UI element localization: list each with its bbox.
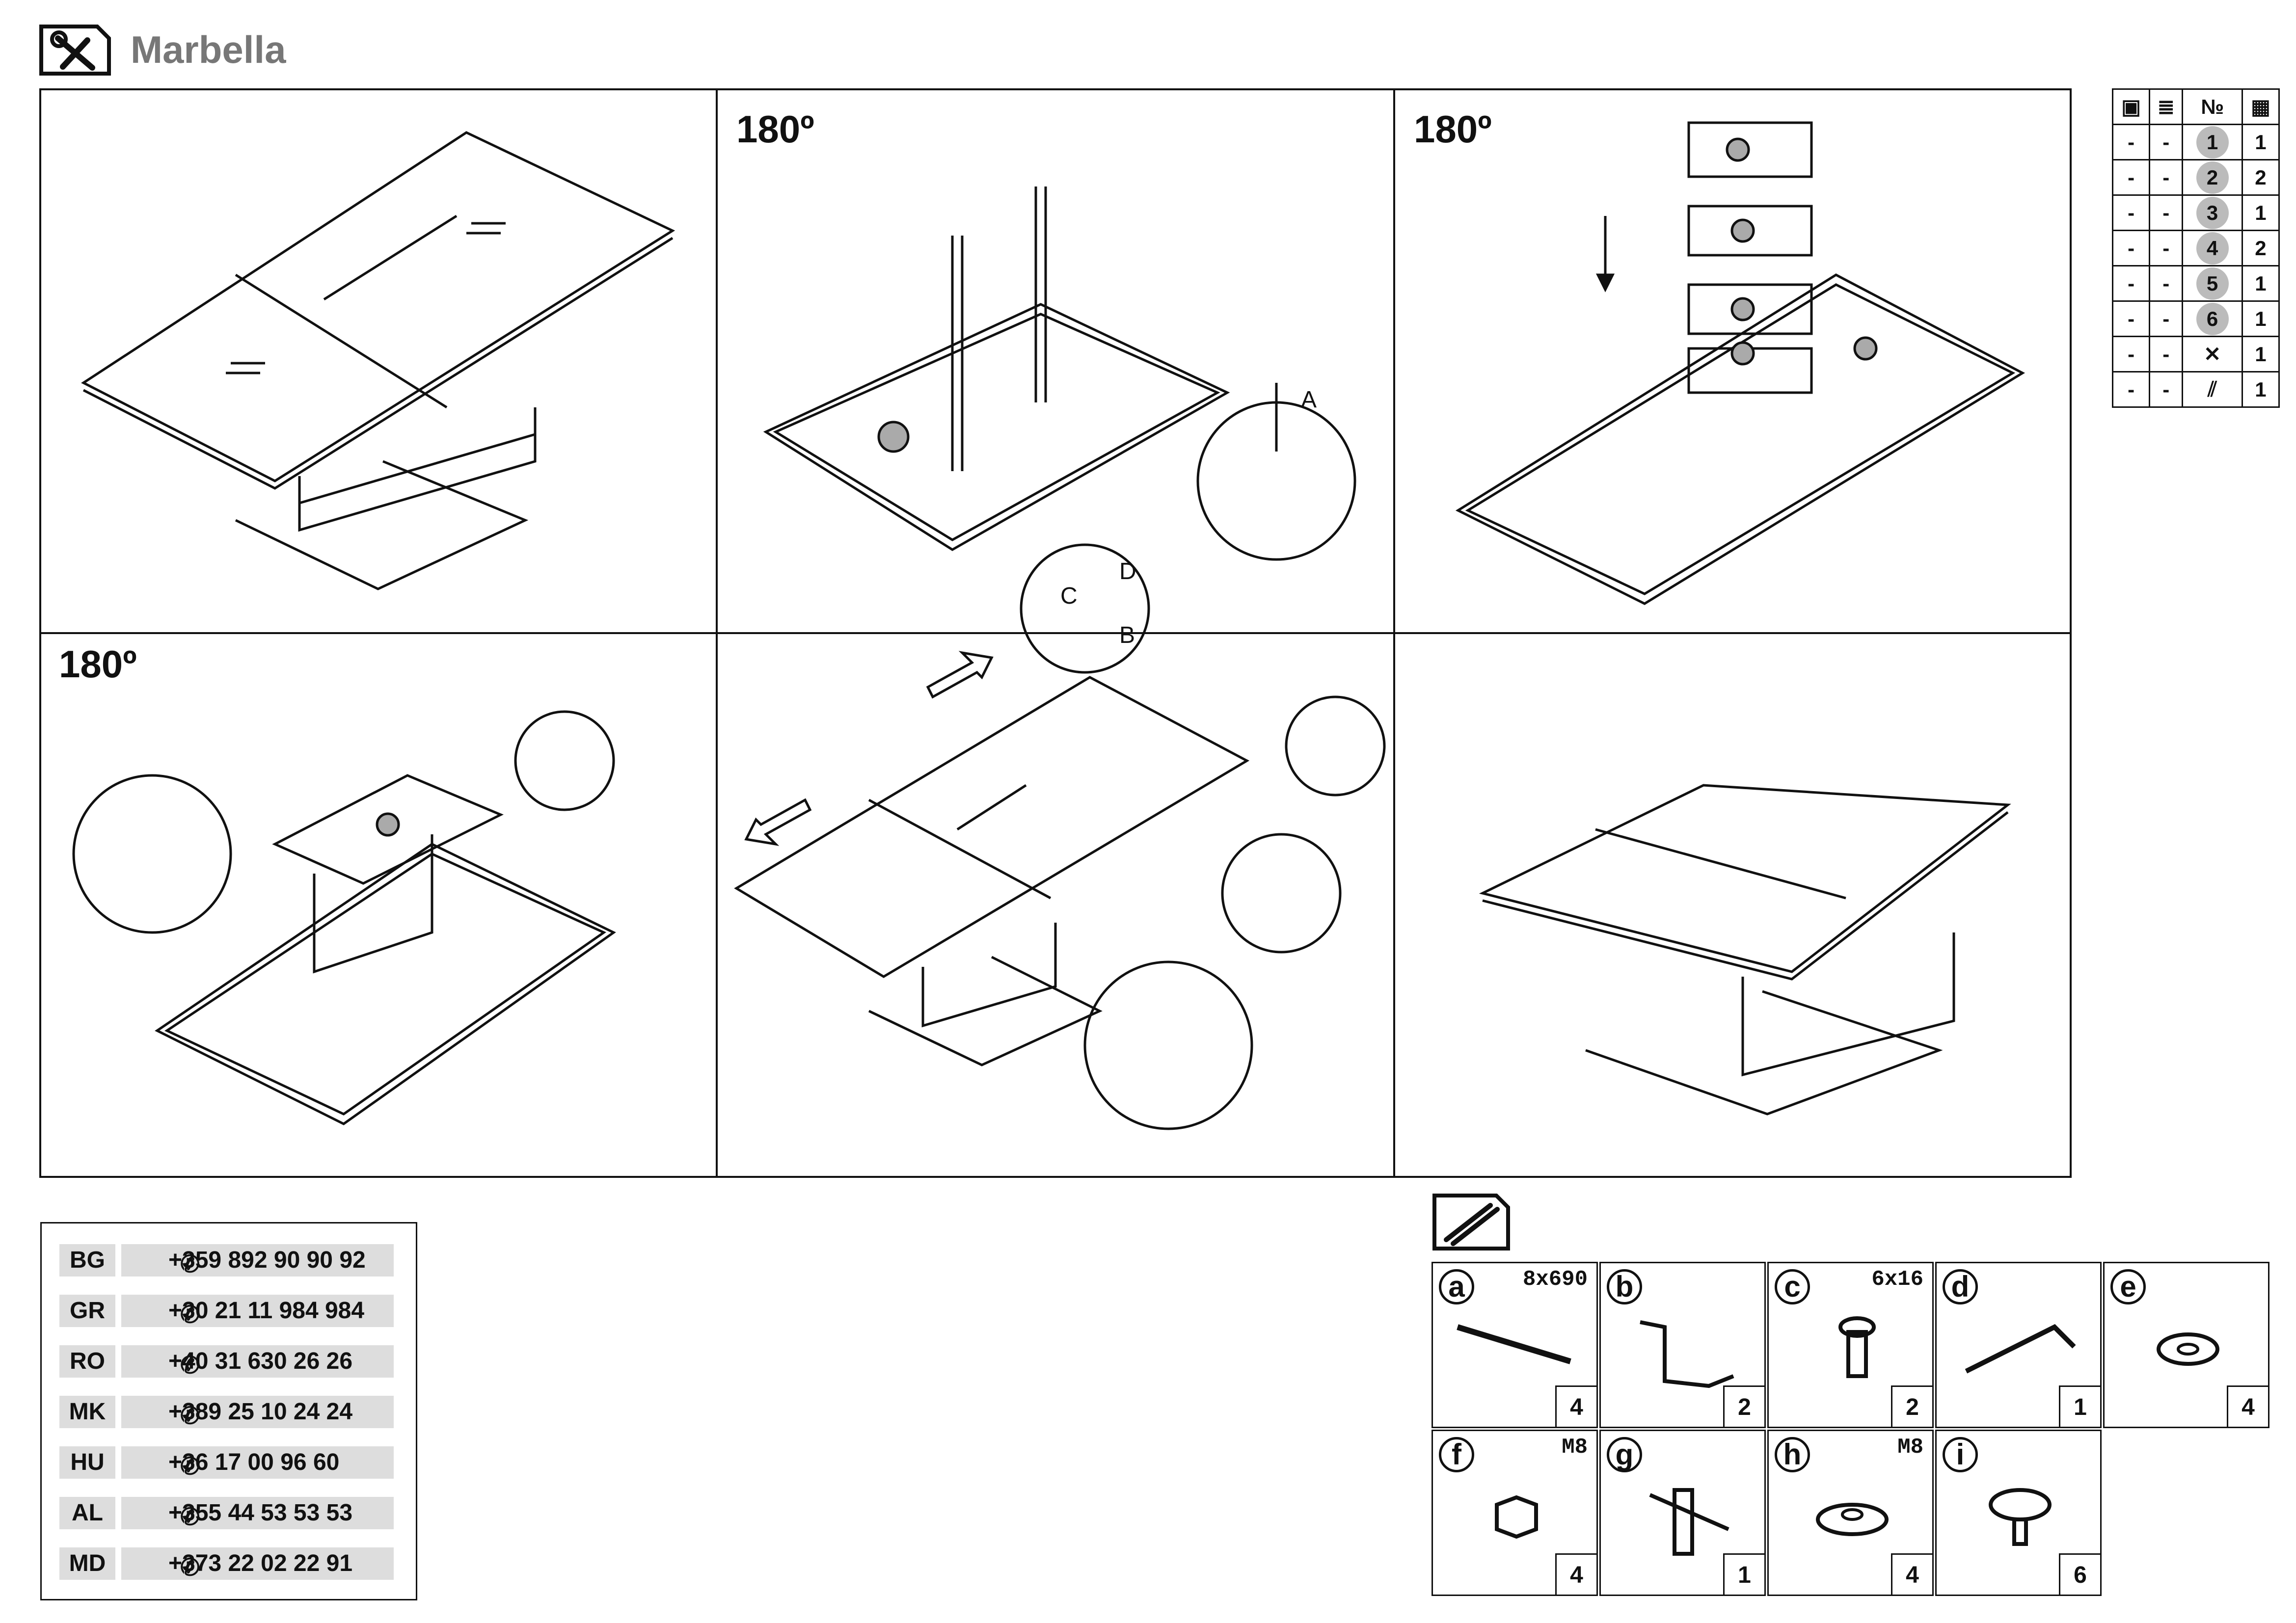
phone-icon: ✆ (180, 1504, 200, 1530)
hardware-e: e 4 (2103, 1262, 2269, 1428)
hardware-g: g 1 (1599, 1430, 1766, 1596)
svg-text:D: D (1119, 559, 1136, 585)
phone-icon: ✆ (180, 1454, 200, 1480)
number-header: № (2182, 88, 2243, 125)
washer-icon (2157, 1332, 2219, 1366)
rotate-label-2: 180º (1414, 107, 1492, 151)
rotate-label-1: 180º (736, 107, 814, 151)
contact-list: BG✆+359 892 90 90 92 GR✆+30 21 11 984 98… (40, 1222, 417, 1600)
svg-text:C: C (1060, 583, 1078, 609)
step-1-table (81, 131, 675, 590)
wrench-icon (1649, 1488, 1729, 1556)
rod-icon (1457, 1324, 1571, 1364)
hardware-b: b 2 (1599, 1262, 1766, 1428)
bolt-icon (1838, 1316, 1876, 1378)
leveler-foot-icon (1989, 1488, 2052, 1546)
step-5-extend (734, 651, 1386, 1130)
nut-icon (1495, 1495, 1538, 1539)
step-2-rods: 180º A D C B (736, 107, 1356, 674)
page-title: Marbella (131, 28, 286, 71)
step-6-final (1479, 784, 2011, 1116)
phone-icon: ✆ (180, 1353, 200, 1379)
allen-key-icon (1965, 1324, 2076, 1374)
hardware-icon (1432, 1194, 1510, 1251)
phone-icon: ✆ (180, 1302, 200, 1328)
box-icon: ▣ (2111, 88, 2151, 125)
hardware-i: i 6 (1935, 1430, 2102, 1596)
rotate-label-3: 180º (59, 642, 137, 686)
step-4-plate: 180º (59, 642, 616, 1125)
hardware-icon: ⫽ (2182, 371, 2243, 408)
hardware-d: d 1 (1935, 1262, 2102, 1428)
assembly-steps: 180º A D C B 180º 180º (39, 88, 2072, 1178)
bracket-icon (1640, 1320, 1734, 1388)
svg-text:B: B (1119, 622, 1135, 648)
phone-icon: ✆ (180, 1251, 200, 1277)
table-row: --✕1 (2111, 336, 2280, 372)
spring-washer-icon (1816, 1503, 1889, 1536)
svg-text:A: A (1301, 387, 1317, 413)
phone-icon: ✆ (180, 1403, 200, 1429)
table-row: --⫽1 (2111, 371, 2280, 408)
grid-icon: ▦ (2241, 88, 2280, 125)
tools-icon: ✕ (2182, 336, 2243, 372)
phone-icon: ✆ (180, 1555, 200, 1581)
stack-icon: ≣ (2149, 88, 2184, 125)
step-3-pedestal: 180º (1414, 107, 2026, 605)
tools-icon (39, 25, 111, 76)
